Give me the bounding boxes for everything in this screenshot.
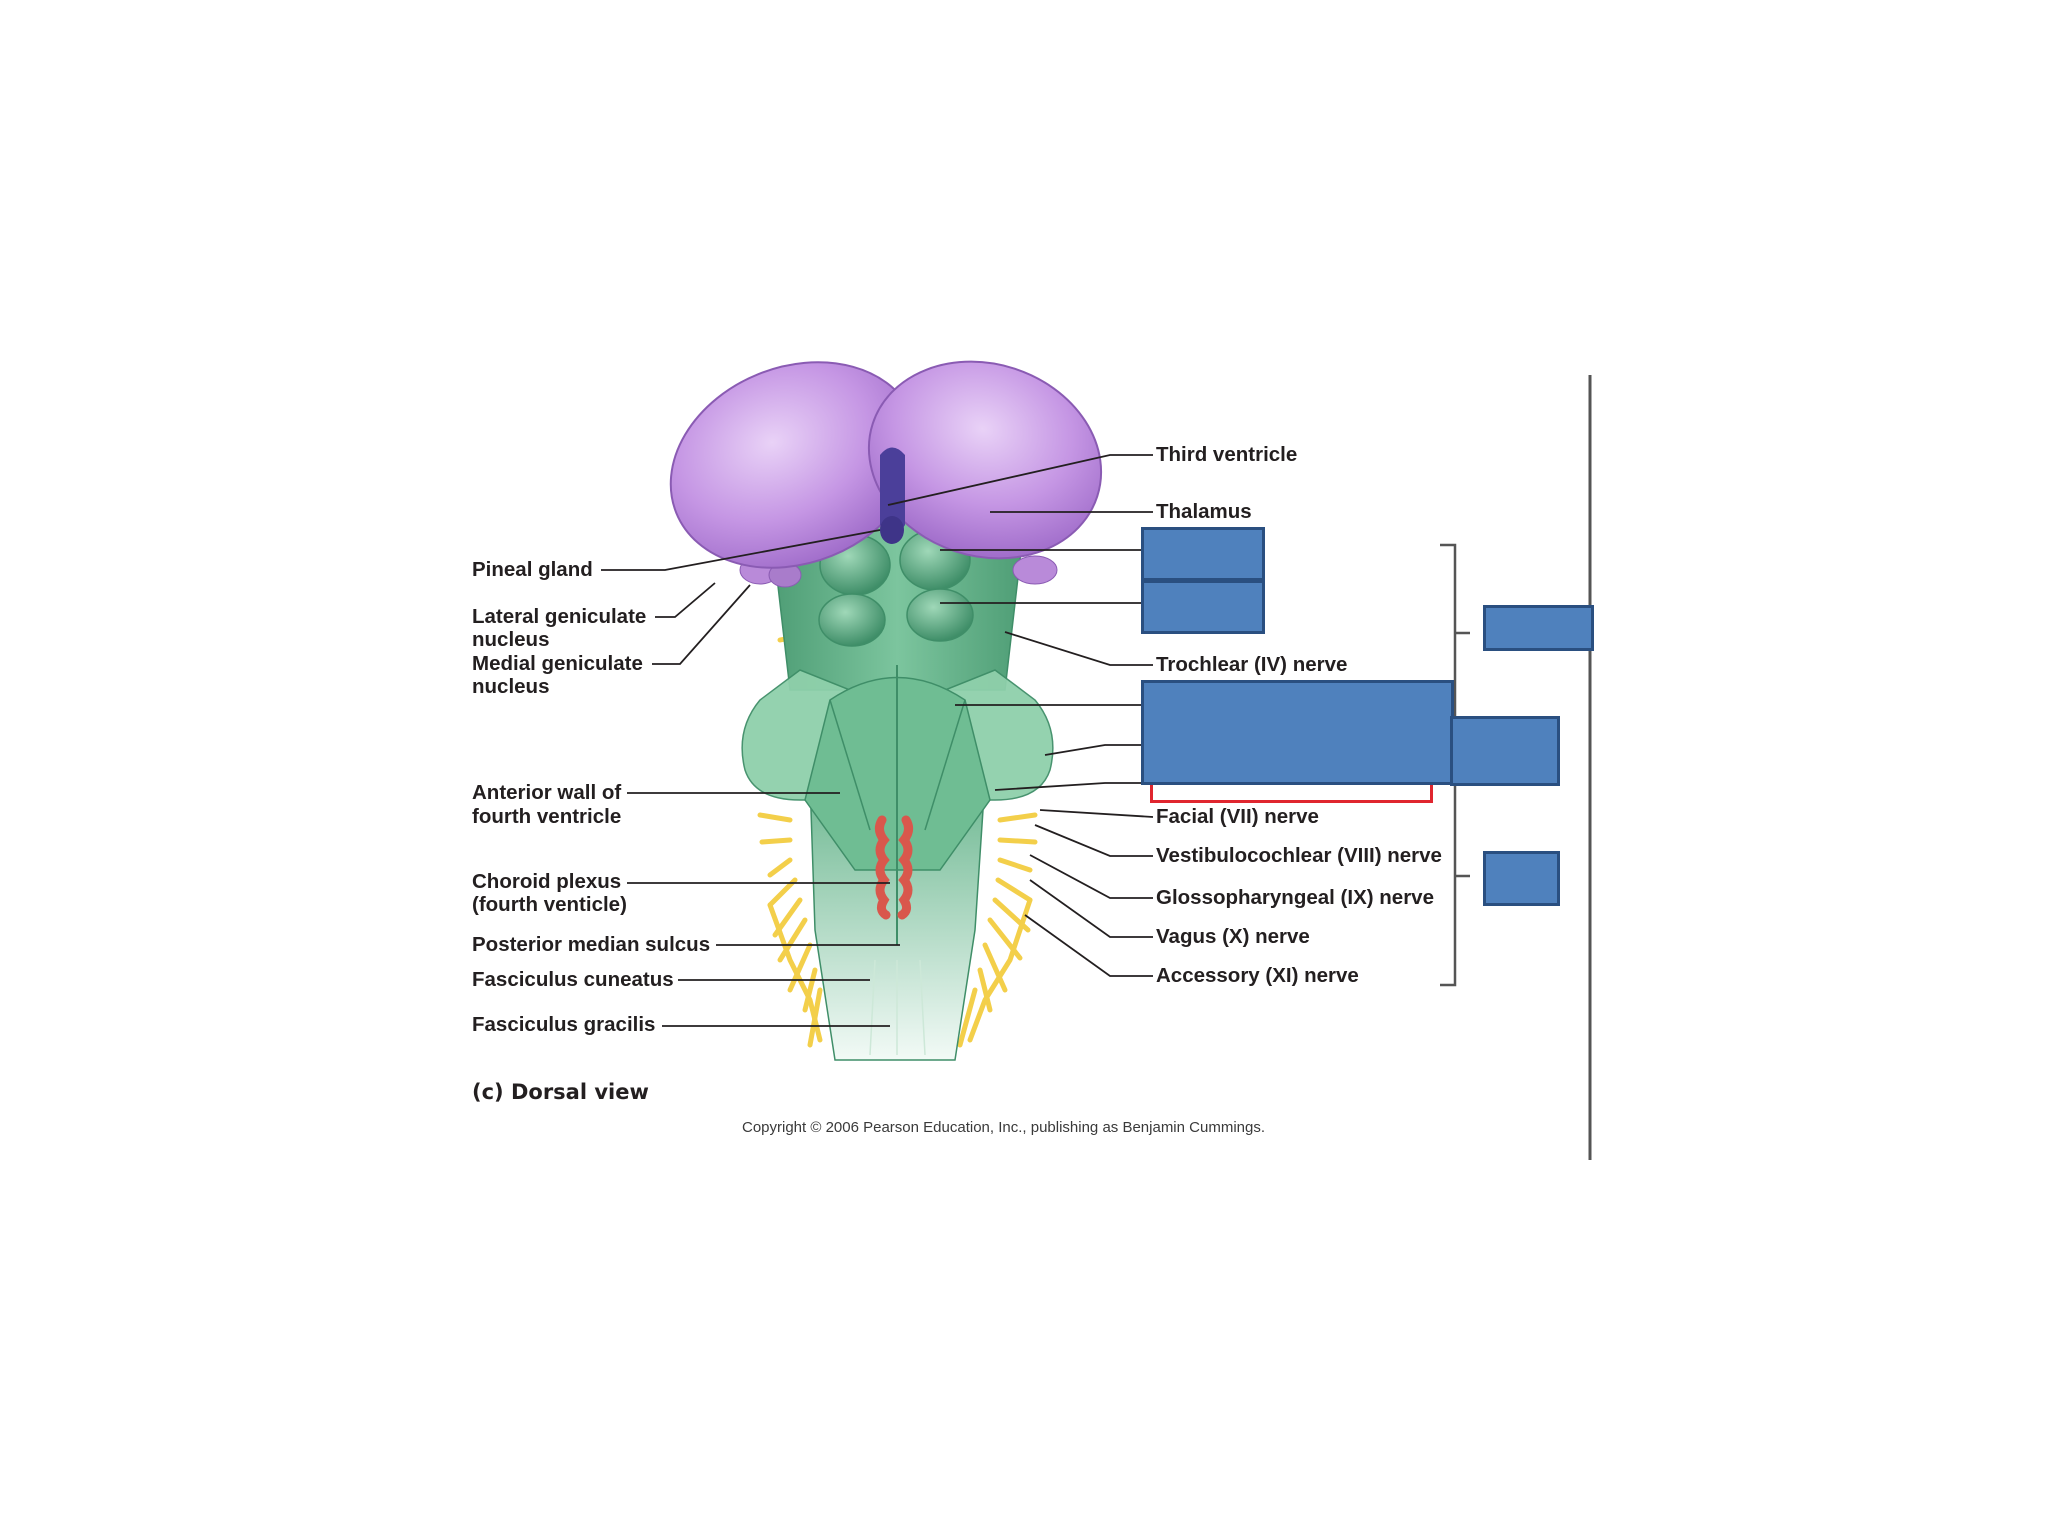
cover-box-superior-colliculus[interactable] bbox=[1141, 527, 1265, 581]
label-medial-geniculate-2: nucleus bbox=[472, 675, 550, 698]
leader-lines bbox=[601, 454, 1154, 1027]
label-third-ventricle: Third ventricle bbox=[1156, 443, 1298, 466]
pineal-gland bbox=[880, 516, 904, 544]
label-accessory-nerve: Accessory (XI) nerve bbox=[1156, 964, 1359, 987]
inferior-colliculus-left bbox=[818, 593, 886, 647]
cover-box-inferior-colliculus[interactable] bbox=[1141, 580, 1265, 634]
thalamus-right bbox=[867, 360, 1103, 560]
cover-box-peduncles[interactable] bbox=[1141, 680, 1454, 785]
cover-box-medulla-bracket[interactable] bbox=[1483, 851, 1560, 906]
label-posterior-median-sulcus: Posterior median sulcus bbox=[472, 933, 711, 956]
thalamus-hemispheres bbox=[669, 360, 1103, 569]
label-fasciculus-cuneatus: Fasciculus cuneatus bbox=[472, 968, 674, 991]
label-vestibulocochlear-nerve: Vestibulocochlear (VIII) nerve bbox=[1156, 844, 1442, 867]
label-trochlear-nerve: Trochlear (IV) nerve bbox=[1156, 653, 1348, 676]
third-ventricle bbox=[880, 447, 905, 535]
label-anterior-wall: Anterior wall of bbox=[472, 781, 622, 804]
label-thalamus: Thalamus bbox=[1156, 500, 1252, 523]
copyright-notice: Copyright © 2006 Pearson Education, Inc.… bbox=[742, 1119, 1266, 1136]
label-lateral-geniculate: Lateral geniculate bbox=[472, 605, 647, 628]
label-vagus-nerve: Vagus (X) nerve bbox=[1156, 925, 1310, 948]
choroid-plexus bbox=[874, 815, 914, 920]
label-choroid-plexus: Choroid plexus bbox=[472, 870, 622, 893]
label-facial-nerve: Facial (VII) nerve bbox=[1156, 805, 1319, 828]
cover-box-midbrain-bracket[interactable] bbox=[1483, 605, 1594, 651]
brainstem-body bbox=[741, 514, 1054, 1061]
label-lateral-geniculate-2: nucleus bbox=[472, 628, 550, 651]
inferior-colliculus-right bbox=[906, 588, 974, 642]
label-medial-geniculate: Medial geniculate bbox=[472, 652, 643, 675]
label-anterior-wall-2: fourth ventricle bbox=[472, 805, 622, 828]
label-pineal-gland: Pineal gland bbox=[472, 558, 593, 581]
label-glossopharyngeal-nerve: Glossopharyngeal (IX) nerve bbox=[1156, 886, 1434, 909]
label-choroid-plexus-2: (fourth venticle) bbox=[472, 893, 627, 916]
label-fasciculus-gracilis: Fasciculus gracilis bbox=[472, 1013, 656, 1036]
cover-box-peduncles-ext[interactable] bbox=[1450, 716, 1560, 786]
cranial-nerves bbox=[757, 629, 1038, 1048]
figure-caption: (c) Dorsal view bbox=[472, 1080, 649, 1104]
